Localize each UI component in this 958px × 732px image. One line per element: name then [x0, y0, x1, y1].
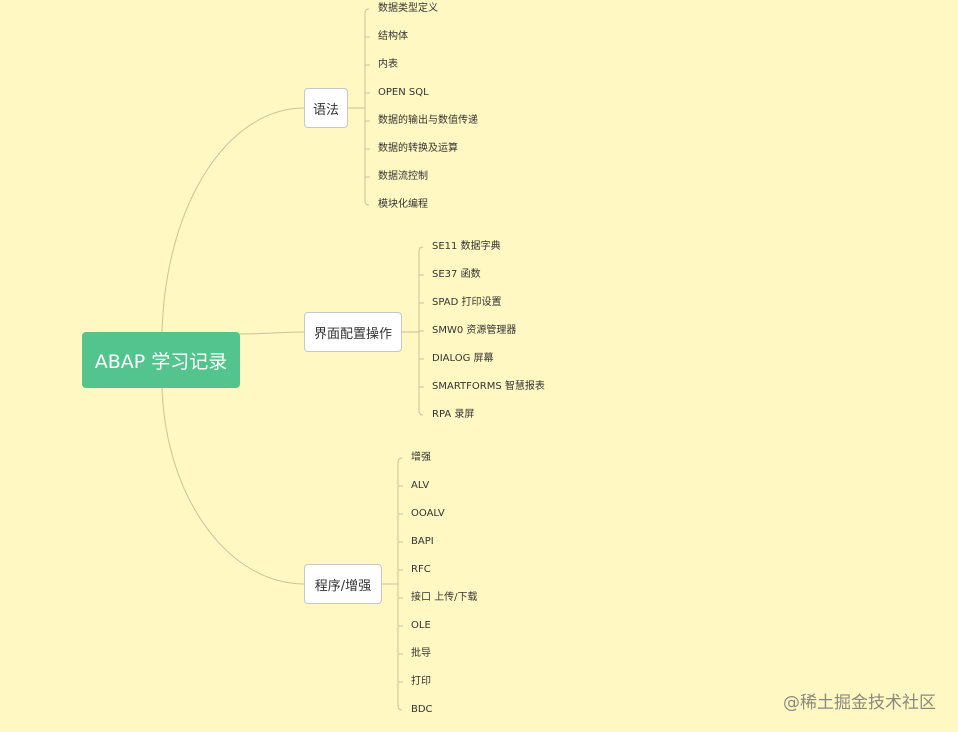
root-node[interactable]: ABAP 学习记录: [82, 332, 240, 388]
leaf-item[interactable]: OLE: [411, 620, 431, 631]
bracket-line: [364, 8, 370, 206]
bracket-line: [397, 457, 403, 711]
leaf-item[interactable]: BAPI: [411, 536, 434, 547]
leaf-item[interactable]: 数据流控制: [378, 171, 428, 182]
branch-node-syntax[interactable]: 语法: [304, 88, 348, 128]
leaf-item[interactable]: OOALV: [411, 508, 445, 519]
leaf-item[interactable]: DIALOG 屏幕: [432, 353, 494, 364]
branch-node-label: 语法: [312, 102, 339, 118]
leaf-item[interactable]: RPA 录屏: [432, 409, 475, 420]
root-to-branch-curve: [161, 387, 305, 585]
leaf-item[interactable]: 打印: [411, 676, 431, 687]
leaf-item[interactable]: 数据的输出与数值传递: [378, 115, 478, 126]
branch-node-ui-config[interactable]: 界面配置操作: [304, 312, 402, 352]
leaf-item[interactable]: 数据类型定义: [378, 3, 438, 14]
leaf-item[interactable]: SMARTFORMS 智慧报表: [432, 381, 545, 392]
watermark: @稀土掘金技术社区: [783, 693, 936, 713]
leaf-item[interactable]: RFC: [411, 564, 431, 575]
root-to-branch-curve: [239, 331, 305, 335]
leaf-item[interactable]: OPEN SQL: [378, 87, 429, 98]
branch-node-label: 界面配置操作: [313, 326, 392, 342]
leaf-item[interactable]: BDC: [411, 704, 433, 715]
leaf-item[interactable]: SE11 数据字典: [432, 241, 501, 252]
leaf-item[interactable]: SE37 函数: [432, 269, 481, 280]
leaf-item[interactable]: 接口 上传/下载: [411, 592, 478, 603]
leaf-item[interactable]: ALV: [411, 480, 430, 491]
branch-node-label: 程序/增强: [314, 578, 372, 594]
leaf-item[interactable]: 批导: [411, 648, 431, 659]
leaf-item[interactable]: SMW0 资源管理器: [432, 325, 517, 336]
leaf-item[interactable]: 内表: [378, 59, 398, 70]
leaf-item[interactable]: 模块化编程: [378, 199, 428, 210]
branch-node-program-enhance[interactable]: 程序/增强: [304, 564, 382, 604]
root-to-branch-curve: [161, 107, 305, 333]
leaf-item[interactable]: 结构体: [378, 31, 408, 42]
bracket-line: [418, 246, 424, 416]
leaf-item[interactable]: 增强: [411, 452, 431, 463]
leaf-item[interactable]: 数据的转换及运算: [378, 143, 458, 154]
leaf-item[interactable]: SPAD 打印设置: [432, 297, 502, 308]
root-node-label: ABAP 学习记录: [94, 350, 228, 373]
